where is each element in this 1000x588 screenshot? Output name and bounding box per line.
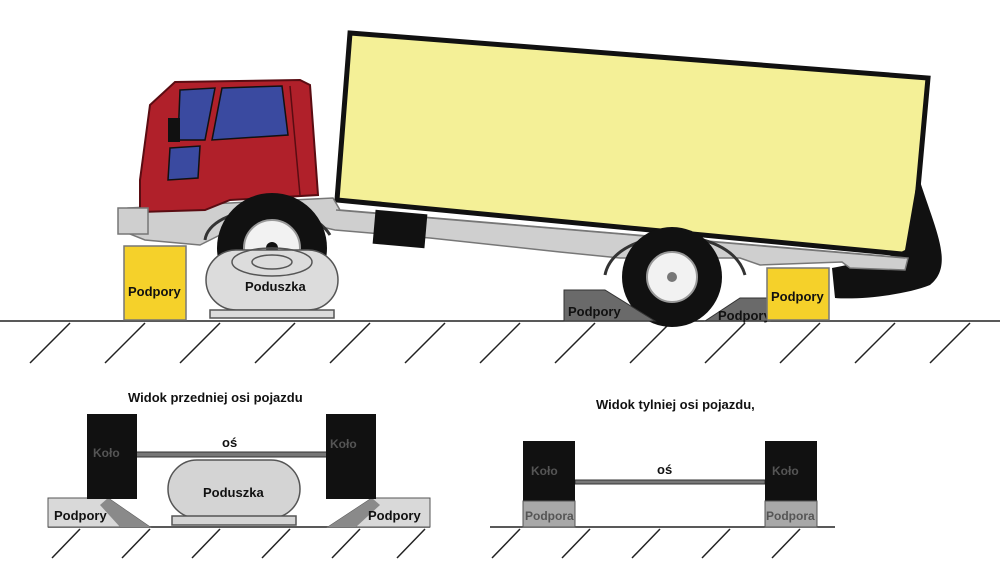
rear-support-left-label: Podpora — [525, 509, 574, 523]
rear-wheel-right — [765, 441, 817, 501]
rear-axle-label: oś — [657, 462, 672, 477]
front-support-right-shade — [328, 498, 380, 527]
front-support-right-label: Podpory — [368, 508, 421, 523]
support-block-right — [766, 267, 830, 321]
cab-door-window — [211, 85, 289, 141]
cab-lower-window — [167, 145, 201, 181]
front-support-left-label: Podpory — [54, 508, 107, 523]
rear-support-right — [764, 500, 818, 528]
rear-axle-view: Widok tylniej osi pojazdu, oś Koło Koło … — [490, 397, 835, 559]
support-right-label: Podpory — [771, 289, 824, 304]
rear-ground — [490, 526, 835, 559]
rear-wheel-left — [523, 441, 575, 501]
rear-wheel-right-label: Koło — [772, 464, 799, 478]
support-left-label: Podpory — [128, 284, 181, 299]
support-block-left — [123, 245, 187, 321]
rear-axle-bar — [574, 479, 766, 485]
rear-support-right-label: Podpora — [766, 509, 815, 523]
front-axle-view: Widok przedniej osi pojazdu Podpory Podp… — [47, 390, 431, 559]
front-axle-cushion-base — [171, 515, 297, 526]
rear-wheel — [622, 227, 722, 327]
cushion-label: Poduszka — [245, 279, 306, 294]
front-cushion — [205, 247, 339, 319]
front-axle-cushion-label: Poduszka — [203, 485, 264, 500]
front-wheel-right — [326, 414, 376, 499]
ramp-right-label: Podpory — [718, 308, 771, 323]
front-axle-title: Widok przedniej osi pojazdu — [128, 390, 303, 405]
front-wheel-left — [87, 414, 137, 499]
ramp-left — [563, 289, 657, 322]
ramp-left-label: Podpory — [568, 304, 621, 319]
front-axle-label: oś — [222, 435, 237, 450]
front-support-left-shade — [100, 498, 150, 527]
rear-axle-title: Widok tylniej osi pojazdu, — [596, 397, 755, 412]
front-axle-bar — [135, 451, 331, 458]
front-wheel-left-label: Koło — [93, 446, 120, 460]
front-wheel-right-label: Koło — [330, 437, 357, 451]
front-bumper — [117, 207, 149, 235]
ground — [0, 320, 1000, 364]
battery-box — [372, 209, 428, 249]
side-mirror — [168, 118, 180, 142]
truck-scene: Poduszka Podpory Podpory Podpory Podpory — [0, 30, 1000, 364]
rear-wheel-left-label: Koło — [531, 464, 558, 478]
front-ground — [48, 526, 430, 559]
rear-support-left — [522, 500, 576, 528]
